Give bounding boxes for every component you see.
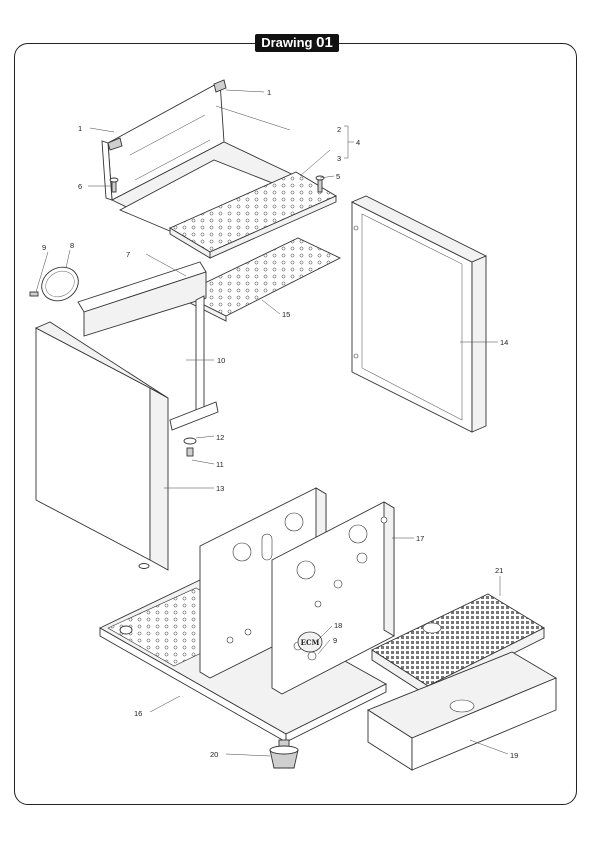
callout-20: 20 bbox=[210, 750, 218, 759]
sight-glass-8 bbox=[29, 266, 79, 302]
callout-21: 21 bbox=[495, 566, 503, 575]
callout-1-top: 1 bbox=[267, 88, 271, 97]
callout-12: 12 bbox=[216, 433, 224, 442]
foot-20 bbox=[269, 739, 299, 769]
callouts: 1 1 2 3 4 5 6 7 8 9 9 10 11 12 13 14 15 … bbox=[42, 88, 518, 760]
right-side-panel-14 bbox=[350, 195, 488, 433]
callout-18: 18 bbox=[334, 621, 342, 630]
callout-14: 14 bbox=[500, 338, 508, 347]
drawing-title-word: Drawing bbox=[261, 35, 313, 50]
callout-15: 15 bbox=[282, 310, 290, 319]
top-perforated-grid bbox=[169, 171, 337, 259]
callout-9-left: 9 bbox=[42, 243, 46, 252]
leader-lines bbox=[35, 89, 509, 757]
callout-10: 10 bbox=[217, 356, 225, 365]
drip-tray-19 bbox=[367, 651, 558, 771]
screw-12-11 bbox=[138, 437, 197, 569]
callout-16: 16 bbox=[134, 709, 142, 718]
callout-3: 3 bbox=[337, 154, 341, 163]
callout-17: 17 bbox=[416, 534, 424, 543]
callout-4: 4 bbox=[356, 138, 360, 147]
drawing-title-number: 01 bbox=[316, 34, 333, 51]
callout-13: 13 bbox=[216, 484, 224, 493]
callout-8: 8 bbox=[70, 241, 74, 250]
callout-11: 11 bbox=[216, 460, 224, 469]
left-side-panel-13 bbox=[34, 321, 169, 571]
brand-logo: ECM bbox=[301, 638, 320, 647]
callout-6: 6 bbox=[78, 182, 82, 191]
drawing-title-badge: Drawing 01 bbox=[255, 34, 339, 52]
callout-9-front: 9 bbox=[333, 636, 337, 645]
front-panel-17: ECM bbox=[271, 501, 395, 695]
rear-bracket-7-10 bbox=[77, 261, 219, 431]
callout-19: 19 bbox=[510, 751, 518, 760]
callout-7: 7 bbox=[126, 250, 130, 259]
callout-1-left: 1 bbox=[78, 124, 82, 133]
callout-2: 2 bbox=[337, 125, 341, 134]
screw-5 bbox=[315, 175, 325, 193]
callout-5: 5 bbox=[336, 172, 340, 181]
